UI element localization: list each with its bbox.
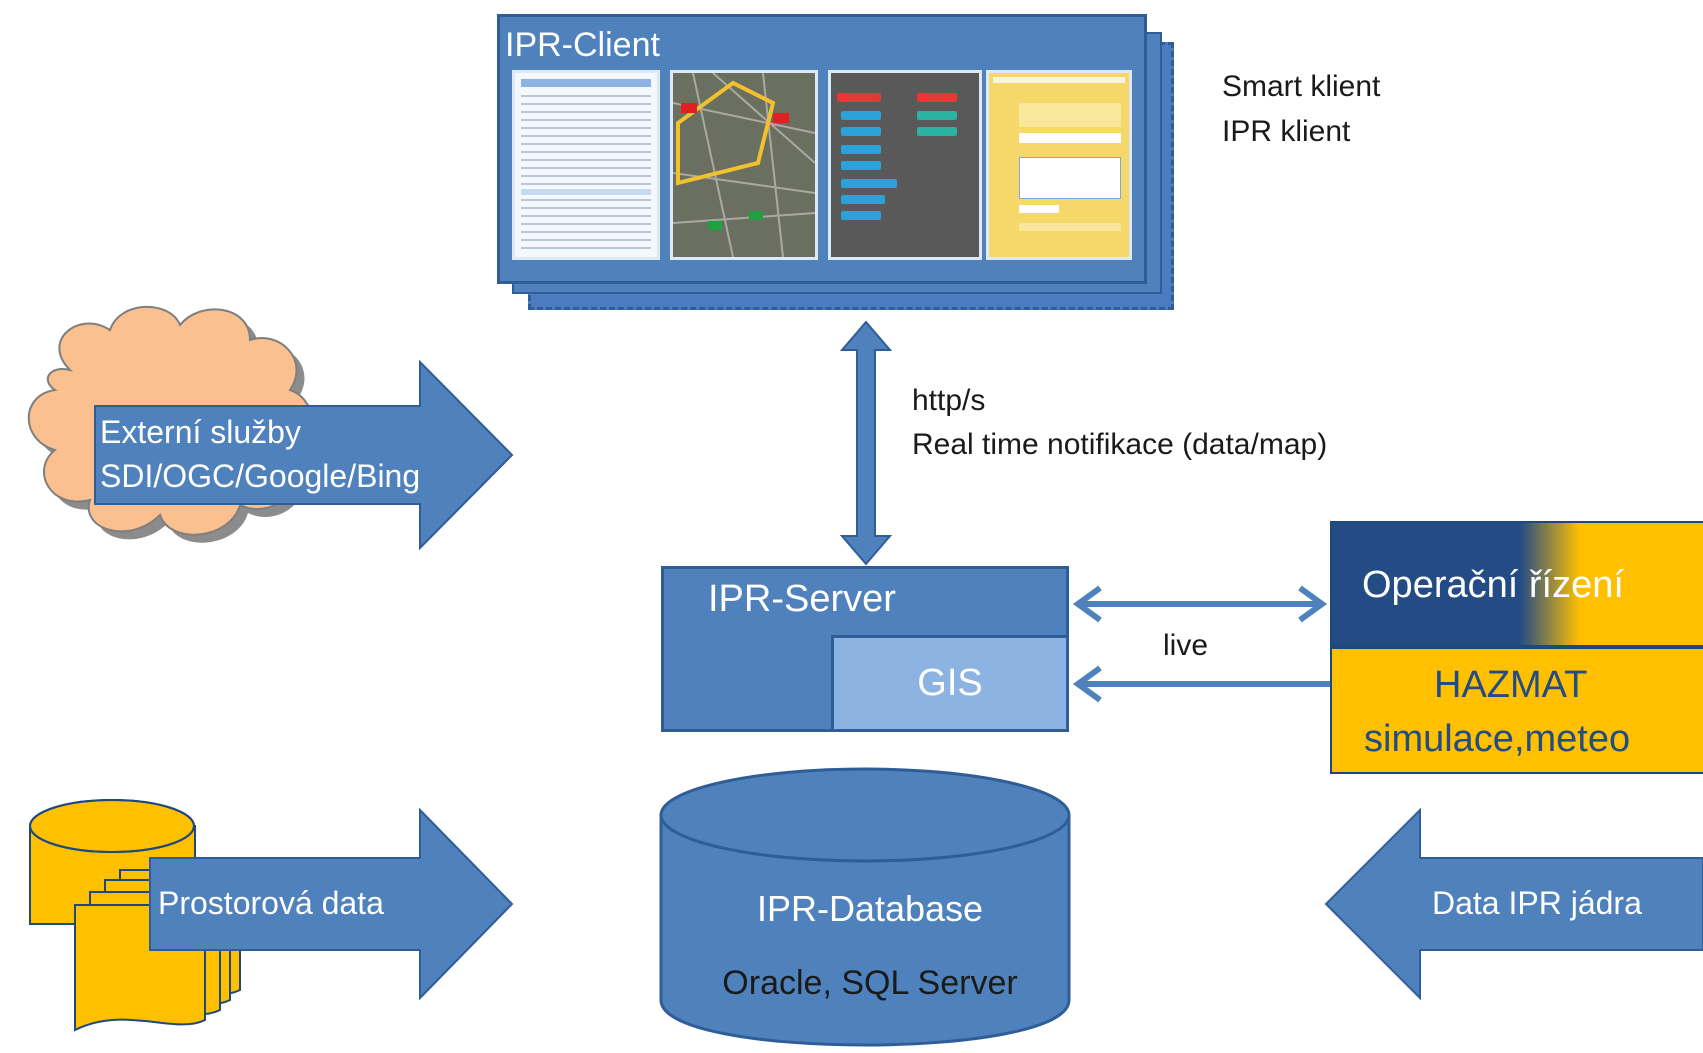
- spatial-data-label: Prostorová data: [158, 885, 384, 921]
- smart-client-label: Smart klient: [1222, 70, 1381, 103]
- spatial-data-arrow: [149, 807, 514, 1001]
- gis-label: GIS: [917, 662, 983, 704]
- core-data-arrow: [1324, 807, 1703, 1001]
- client-server-arrow: [839, 320, 893, 566]
- live-label: live: [1163, 629, 1209, 662]
- ipr-client-label: IPR klient: [1222, 115, 1351, 148]
- database-subtitle: Oracle, SQL Server: [722, 964, 1018, 1002]
- external-services-label: Externí služby: [100, 414, 301, 450]
- hazmat-title: HAZMAT: [1434, 664, 1588, 706]
- hazmat-subtitle: simulace,meteo: [1364, 718, 1631, 760]
- client-screenshot-table: [512, 70, 660, 260]
- database-cylinder: [659, 767, 1071, 1047]
- operations-box: [1330, 521, 1703, 647]
- client-title: IPR-Client: [505, 26, 660, 64]
- hazmat-box: [1330, 647, 1703, 774]
- server-title: IPR-Server: [708, 578, 896, 620]
- database-title: IPR-Database: [756, 888, 984, 929]
- notification-label: Real time notifikace (data/map): [912, 428, 1328, 461]
- client-screenshot-form: [986, 70, 1132, 260]
- live-double-arrow: [1072, 585, 1328, 623]
- client-screenshot-workflow: [828, 70, 982, 260]
- client-screenshot-map: [670, 70, 818, 260]
- external-services-arrow: [94, 359, 514, 551]
- external-services-sources: SDI/OGC/Google/Bing: [100, 458, 421, 494]
- core-data-label: Data IPR jádra: [1432, 885, 1642, 921]
- gis-box: [831, 635, 1069, 732]
- hazmat-arrow: [1072, 665, 1330, 703]
- operations-title: Operační řízení: [1362, 564, 1624, 606]
- protocol-label: http/s: [912, 384, 986, 417]
